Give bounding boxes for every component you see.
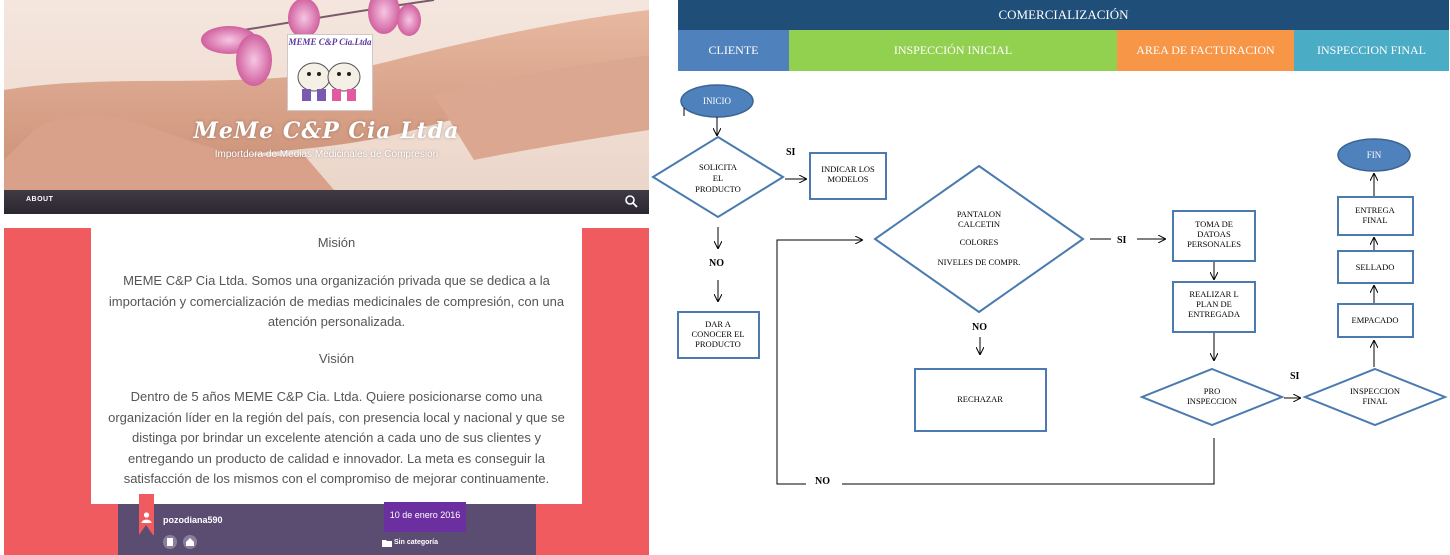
node-realizar-line3: ENTREGADA bbox=[1188, 309, 1241, 319]
author-ribbon-notch bbox=[139, 525, 153, 535]
site-title[interactable]: MeMe C&P Cia Ltda bbox=[193, 118, 460, 144]
flowchart-title: COMERCIALIZACIÓN bbox=[678, 0, 1449, 30]
author-home-button[interactable] bbox=[183, 535, 197, 549]
node-rechazar-box bbox=[914, 368, 1047, 432]
node-toma-line1: TOMA DE bbox=[1195, 219, 1233, 229]
label-no-3: NO bbox=[815, 476, 830, 487]
document-icon bbox=[167, 538, 173, 546]
date-badge bbox=[384, 502, 466, 532]
author-archive-button[interactable] bbox=[163, 535, 177, 549]
node-dar-line3: PRODUCTO bbox=[695, 339, 741, 349]
node-toma-line3: PERSONALES bbox=[1187, 239, 1241, 249]
node-realizar-line2: PLAN DE bbox=[1196, 299, 1232, 309]
node-toma-datos-box bbox=[1172, 210, 1256, 262]
nav-item-about[interactable]: ABOUT bbox=[26, 196, 54, 203]
node-inspeccion-final-diamond bbox=[1302, 367, 1448, 427]
node-empacado-label: EMPACADO bbox=[1352, 315, 1399, 325]
label-si-1: SI bbox=[786, 147, 796, 158]
node-realizar-line1: REALIZAR L bbox=[1189, 289, 1238, 299]
node-niveles-label: NIVELES DE COMPR. bbox=[938, 257, 1021, 267]
home-icon bbox=[186, 538, 194, 546]
lane-cliente: CLIENTE bbox=[678, 30, 789, 71]
node-colores-label: COLORES bbox=[960, 237, 999, 247]
node-pro-line1: PRO bbox=[1204, 386, 1221, 396]
node-sellado-box bbox=[1337, 250, 1414, 284]
lane-area-facturacion: AREA DE FACTURACION bbox=[1117, 30, 1294, 71]
mission-vision-card: Misión MEME C&P Cia Ltda. Somos una orga… bbox=[91, 228, 582, 504]
site-logo[interactable]: MEME C&P Cia.Ltda bbox=[287, 34, 373, 111]
mision-heading: Misión bbox=[317, 235, 356, 250]
arrow-loop-back-pantalon bbox=[776, 240, 862, 485]
node-indicar-line2: MODELOS bbox=[827, 174, 868, 184]
label-no-2: NO bbox=[972, 322, 987, 333]
website-screenshot: MEME C&P Cia.Ltda MeMe C&P Cia Ltda Impo… bbox=[0, 0, 650, 555]
node-dar-line2: CONOCER EL bbox=[691, 329, 744, 339]
node-pro-inspeccion-diamond bbox=[1139, 367, 1285, 427]
mision-text: MEME C&P Cia Ltda. Somos una organizació… bbox=[108, 273, 565, 329]
line-pro-no-return bbox=[842, 438, 1215, 485]
node-rechazar-label: RECHAZAR bbox=[957, 394, 1003, 404]
node-solicita-line2: EL bbox=[713, 173, 723, 183]
vision-heading: Visión bbox=[318, 351, 355, 366]
node-pantalon-line1: PANTALON bbox=[957, 209, 1001, 219]
node-entrega-line2: FINAL bbox=[1362, 215, 1387, 225]
post-date[interactable]: 10 de enero 2016 bbox=[389, 510, 461, 520]
node-insp-final-line2: FINAL bbox=[1362, 396, 1387, 406]
node-sellado-label: SELLADO bbox=[1356, 262, 1395, 272]
node-insp-final-line1: INSPECCION bbox=[1350, 386, 1400, 396]
logo-title: MEME C&P Cia.Ltda bbox=[288, 37, 372, 47]
node-entrega-final-box bbox=[1337, 196, 1414, 236]
folder-icon bbox=[382, 540, 392, 547]
lane-inspeccion-final: INSPECCION FINAL bbox=[1294, 30, 1449, 71]
node-empacado-box bbox=[1337, 303, 1414, 338]
node-inicio-label: INICIO bbox=[703, 96, 731, 106]
node-solicita-line1: SOLICITA bbox=[699, 162, 738, 172]
vision-text: Dentro de 5 años MEME C&P Cia. Ltda. Qui… bbox=[108, 389, 565, 486]
site-tagline: Importdora de Medias Medicinales de Comp… bbox=[214, 149, 439, 160]
node-pantalon-diamond bbox=[873, 164, 1085, 314]
node-indicar-box bbox=[809, 152, 887, 200]
user-icon bbox=[141, 512, 152, 523]
node-fin-label: FIN bbox=[1367, 150, 1382, 160]
node-fin-shape bbox=[1337, 138, 1411, 172]
label-si-3: SI bbox=[1290, 371, 1300, 382]
header-banner: MEME C&P Cia.Ltda MeMe C&P Cia Ltda Impo… bbox=[4, 0, 649, 212]
node-indicar-line1: INDICAR LOS bbox=[821, 164, 875, 174]
lane-inspeccion-inicial: INSPECCIÓN INICIAL bbox=[789, 30, 1117, 71]
node-dar-line1: DAR A bbox=[705, 319, 732, 329]
search-icon[interactable] bbox=[624, 194, 638, 208]
node-entrega-line1: ENTREGA bbox=[1355, 205, 1396, 215]
node-pro-line2: INSPECCION bbox=[1187, 396, 1237, 406]
nav-bar: ABOUT bbox=[4, 190, 649, 214]
node-solicita-line3: PRODUCTO bbox=[695, 184, 741, 194]
node-dar-a-conocer-box bbox=[677, 311, 760, 359]
post-category[interactable]: Sin categoría bbox=[394, 539, 438, 546]
label-no-1: NO bbox=[709, 258, 724, 269]
author-name[interactable]: pozodiana590 bbox=[163, 515, 223, 525]
node-solicita-diamond bbox=[651, 135, 785, 219]
sheep-mascot-icon bbox=[297, 62, 361, 101]
node-realizar-plan-box bbox=[1172, 281, 1256, 333]
label-si-2: SI bbox=[1117, 235, 1127, 246]
node-toma-line2: DATOAS bbox=[1197, 229, 1231, 239]
node-pantalon-line2: CALCETIN bbox=[958, 219, 1000, 229]
